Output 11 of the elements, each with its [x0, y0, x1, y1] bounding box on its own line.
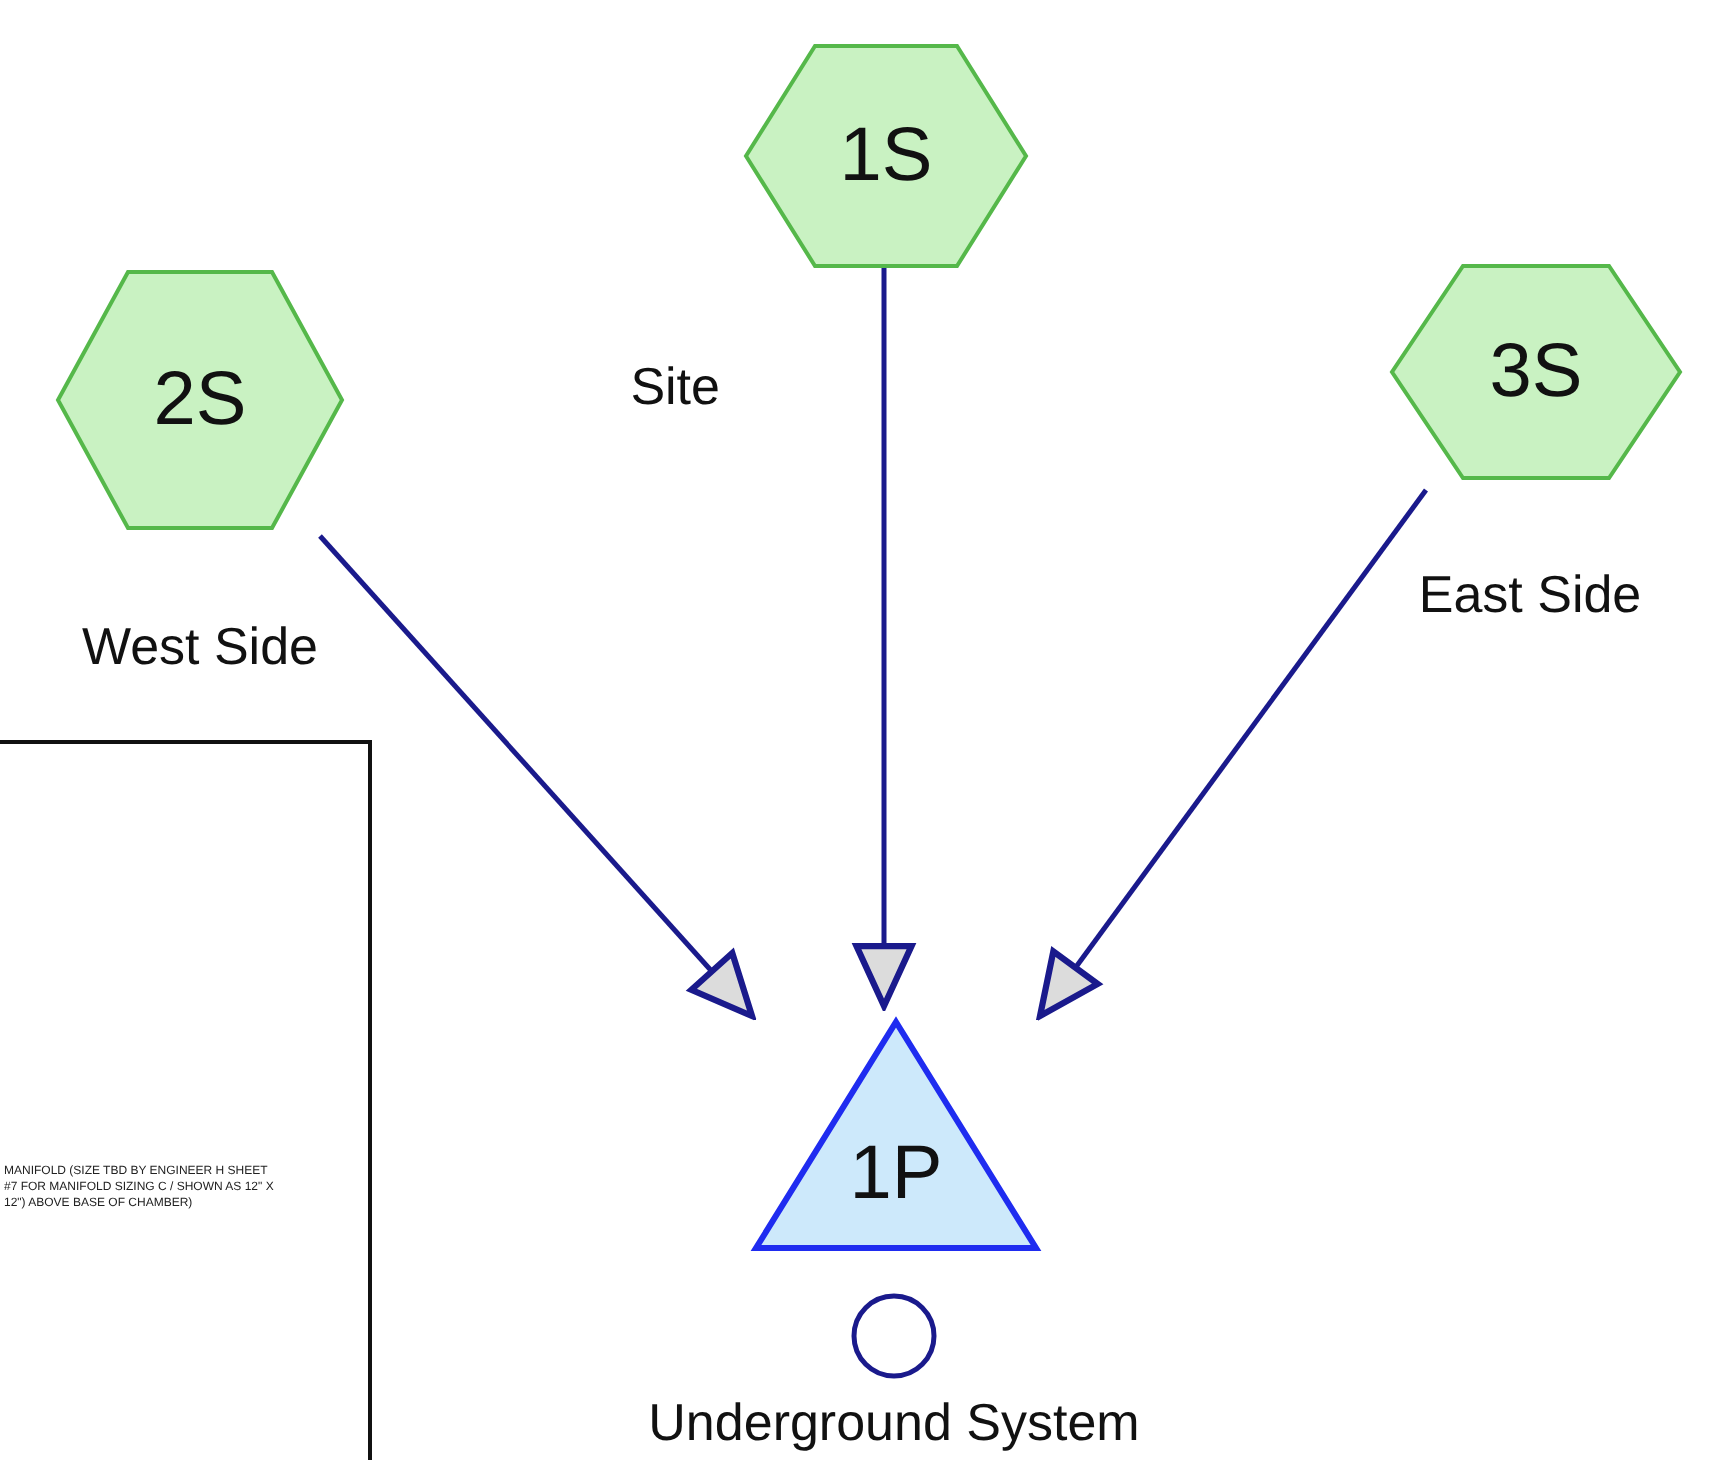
arrow — [1036, 488, 1428, 1020]
node-caption: Underground System — [648, 1396, 1140, 1448]
node-label: 1S — [839, 118, 933, 194]
node-label: 1P — [849, 1136, 943, 1212]
arrow — [318, 534, 756, 1020]
node-caption: East Side — [1418, 568, 1642, 620]
arrow — [853, 268, 915, 1010]
node-label: 2S — [153, 362, 247, 438]
node-label: 3S — [1489, 334, 1583, 410]
node-caption: West Side — [82, 620, 318, 672]
node-caption: Site — [630, 360, 720, 412]
